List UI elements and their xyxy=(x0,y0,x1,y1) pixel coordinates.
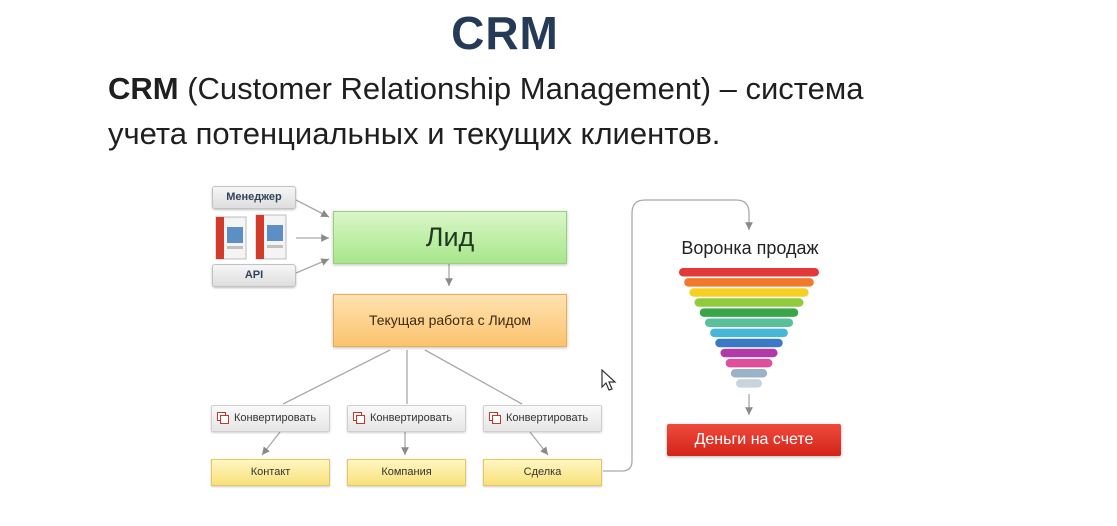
sales-funnel-title: Воронка продаж xyxy=(681,238,819,258)
definition-text: CRM (Customer Relationship Management) –… xyxy=(108,66,988,156)
funnel-band-2 xyxy=(684,278,814,287)
current-work-box: Текущая работа с Лидом xyxy=(333,294,567,347)
definition-line-2: учета потенциальных и текущих клиентов. xyxy=(108,116,721,151)
convert-icon xyxy=(353,412,365,424)
funnel-band-6 xyxy=(704,318,794,327)
funnel-band-1 xyxy=(679,268,819,277)
definition-term: CRM xyxy=(108,71,179,106)
funnel-band-9 xyxy=(720,348,778,358)
funnel-band-5 xyxy=(699,308,799,317)
convert-box-contact: Конвертировать xyxy=(211,405,330,432)
product-boxes-icon xyxy=(215,214,287,260)
funnel-band-11 xyxy=(730,369,768,378)
money-in-account-box: Деньги на счете xyxy=(667,424,841,456)
page-title: CRM xyxy=(451,7,559,59)
funnel-band-7 xyxy=(710,328,788,338)
convert-label: Конвертировать xyxy=(370,412,453,424)
definition-line-1: CRM (Customer Relationship Management) –… xyxy=(108,66,988,111)
convert-box-company: Конвертировать xyxy=(347,405,466,432)
api-source-box: API xyxy=(212,264,296,287)
funnel-band-12 xyxy=(736,379,762,388)
funnel-band-8 xyxy=(715,338,783,348)
contact-box: Контакт xyxy=(211,459,330,486)
convert-label: Конвертировать xyxy=(234,412,317,424)
definition-rest: (Customer Relationship Management) – сис… xyxy=(178,71,864,106)
company-box: Компания xyxy=(347,459,466,486)
lead-box: Лид xyxy=(333,211,567,264)
funnel-band-10 xyxy=(725,358,773,368)
funnel-band-3 xyxy=(689,288,809,297)
deal-box: Сделка xyxy=(483,459,602,486)
manager-source-box: Менеджер xyxy=(212,186,296,209)
convert-icon xyxy=(217,412,229,424)
convert-label: Конвертировать xyxy=(506,412,589,424)
sales-funnel xyxy=(679,268,819,388)
convert-icon xyxy=(489,412,501,424)
convert-box-deal: Конвертировать xyxy=(483,405,602,432)
funnel-band-4 xyxy=(694,298,804,307)
mouse-cursor-icon xyxy=(601,369,617,391)
